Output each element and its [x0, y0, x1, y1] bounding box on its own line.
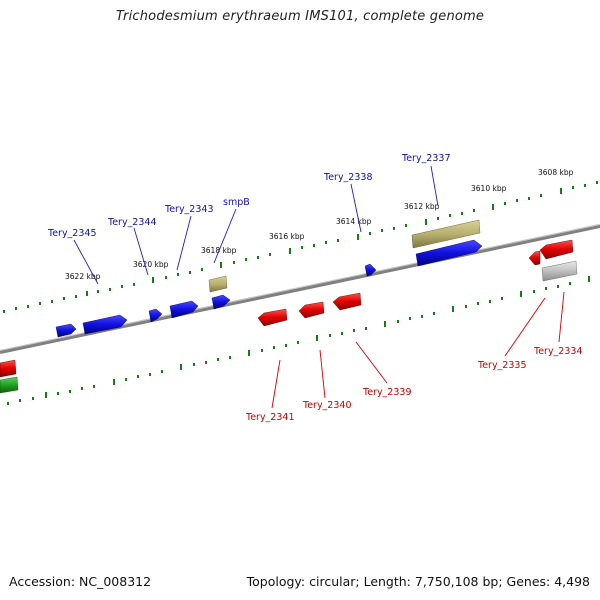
bottom-gene-labels: Tery_2334 Tery_2335 Tery_2339 Tery_2340 … [245, 346, 583, 423]
label-tery-2337[interactable]: Tery_2337 [401, 153, 451, 164]
label-tery-2340[interactable]: Tery_2340 [302, 400, 352, 411]
gene-tery-2338[interactable] [364, 263, 377, 277]
lower-tick-ring [7, 276, 590, 405]
upper-tick-ring [3, 181, 598, 313]
label-tery-2345[interactable]: Tery_2345 [47, 228, 97, 239]
gene-left-edge-red[interactable] [0, 359, 17, 378]
label-tery-2334[interactable]: Tery_2334 [533, 346, 583, 357]
rna-genes [208, 219, 481, 293]
kbp-label-3612: 3612 kbp [404, 202, 440, 211]
gene-smpb-rna[interactable] [208, 275, 228, 293]
bottom-leader-lines [271, 291, 565, 409]
gene-tery-2344[interactable] [82, 314, 128, 335]
label-tery-2344[interactable]: Tery_2344 [107, 217, 157, 228]
gene-tery-2334-pseudo[interactable] [541, 260, 578, 282]
kbp-label-3608: 3608 kbp [538, 168, 574, 177]
gene-tery-2340[interactable] [298, 301, 325, 319]
kbp-label-3614: 3614 kbp [336, 217, 372, 226]
gene-tery-2335[interactable] [528, 250, 541, 266]
reverse-strand-genes [0, 239, 574, 378]
label-tery-2339[interactable]: Tery_2339 [362, 387, 412, 398]
label-tery-2343[interactable]: Tery_2343 [164, 204, 214, 215]
other-genes [0, 376, 19, 394]
label-smpb[interactable]: smpB [223, 197, 250, 208]
kbp-label-3620: 3620 kbp [133, 260, 169, 269]
top-leader-lines [73, 165, 439, 285]
kbp-label-3622: 3622 kbp [65, 272, 101, 281]
label-tery-2335[interactable]: Tery_2335 [477, 360, 527, 371]
label-tery-2341[interactable]: Tery_2341 [245, 412, 295, 423]
top-gene-labels: Tery_2337 Tery_2338 smpB Tery_2343 Tery_… [47, 153, 451, 239]
accession-text: Accession: NC_008312 [9, 574, 152, 589]
map-title: Trichodesmium erythraeum IMS101, complet… [115, 9, 485, 24]
gene-tery-2343-small[interactable] [148, 308, 163, 323]
kbp-label-3610: 3610 kbp [471, 184, 507, 193]
gene-tery-2343[interactable] [169, 300, 199, 319]
forward-strand-genes [55, 239, 483, 338]
gene-left-edge-green[interactable] [0, 376, 19, 394]
gene-tery-2337[interactable] [415, 239, 483, 267]
gene-tery-2337-rna[interactable] [411, 219, 481, 249]
topology-text: Topology: circular; Length: 7,750,108 bp… [246, 574, 590, 589]
kbp-label-3616: 3616 kbp [269, 232, 305, 241]
gene-tery-2345[interactable] [55, 323, 77, 338]
genome-backbone [0, 224, 600, 354]
gene-smpb[interactable] [211, 294, 231, 310]
label-tery-2338[interactable]: Tery_2338 [323, 172, 373, 183]
gene-tery-2334[interactable] [539, 239, 574, 260]
gene-tery-2339[interactable] [332, 292, 362, 311]
gene-tery-2341[interactable] [257, 308, 288, 327]
